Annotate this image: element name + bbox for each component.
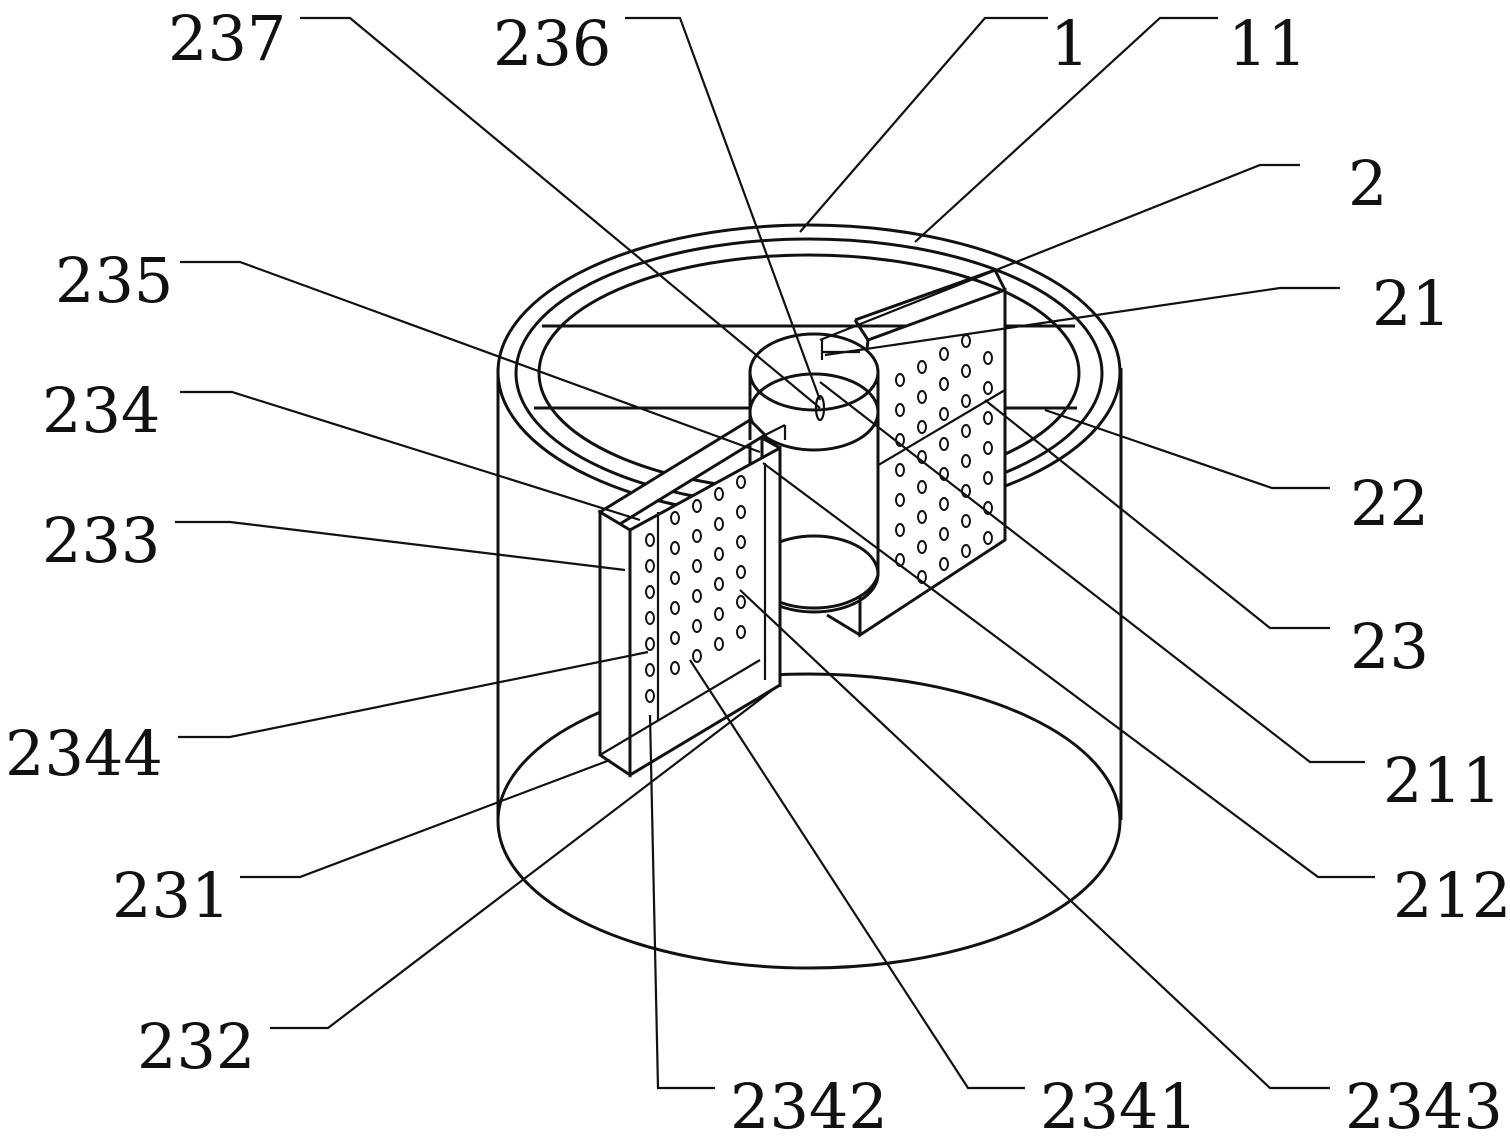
perforation-hole — [714, 577, 724, 591]
perforation-hole — [736, 475, 746, 489]
label-2344: 2344 — [5, 717, 163, 790]
label-11: 11 — [1228, 7, 1307, 80]
perforation-hole — [895, 463, 905, 477]
label-2342: 2342 — [730, 1070, 888, 1137]
label-234: 234 — [42, 374, 160, 447]
perforation-hole — [692, 589, 702, 603]
perforation-hole — [939, 527, 949, 541]
perforation-hole — [670, 661, 680, 675]
perforation-hole — [670, 541, 680, 555]
label-236: 236 — [493, 7, 611, 80]
label-1: 1 — [1050, 7, 1089, 80]
label-2: 2 — [1348, 147, 1387, 220]
perforation-hole — [736, 505, 746, 519]
perforation-hole — [983, 441, 993, 455]
central-tube — [748, 332, 880, 614]
perforation-hole — [939, 437, 949, 451]
perforation-hole — [983, 411, 993, 425]
perforation-hole — [645, 559, 655, 573]
label-237: 237 — [168, 2, 286, 75]
perforation-holes — [645, 334, 993, 703]
label-21: 21 — [1372, 267, 1451, 340]
perforation-hole — [645, 689, 655, 703]
perforation-hole — [714, 517, 724, 531]
perforation-hole — [939, 377, 949, 391]
label-2341: 2341 — [1040, 1070, 1198, 1137]
perforation-hole — [917, 360, 927, 374]
perforation-hole — [714, 637, 724, 651]
perforation-hole — [961, 424, 971, 438]
perforation-hole — [692, 619, 702, 633]
label-211: 211 — [1383, 744, 1501, 817]
perforation-hole — [736, 535, 746, 549]
perforation-hole — [895, 523, 905, 537]
perforation-hole — [961, 454, 971, 468]
perforation-hole — [736, 595, 746, 609]
perforation-hole — [714, 607, 724, 621]
perforation-hole — [645, 637, 655, 651]
label-232: 232 — [137, 1010, 255, 1083]
perforation-hole — [961, 364, 971, 378]
perforation-hole — [692, 499, 702, 513]
perforation-hole — [670, 631, 680, 645]
perforation-hole — [670, 571, 680, 585]
perforation-hole — [983, 381, 993, 395]
label-23: 23 — [1350, 610, 1429, 683]
perforation-hole — [961, 514, 971, 528]
perforation-hole — [692, 559, 702, 573]
perforation-hole — [983, 351, 993, 365]
perforation-hole — [917, 420, 927, 434]
perforation-hole — [692, 529, 702, 543]
perforation-hole — [939, 497, 949, 511]
leader-lines — [175, 16, 1375, 1090]
perforation-hole — [917, 480, 927, 494]
perforation-hole — [670, 601, 680, 615]
perforation-hole — [895, 493, 905, 507]
label-2343: 2343 — [1345, 1070, 1503, 1137]
perforation-hole — [939, 347, 949, 361]
perforation-hole — [939, 407, 949, 421]
reference-numerals: 237 236 1 11 2 235 21 234 22 233 23 2344… — [5, 2, 1510, 1142]
perforation-hole — [917, 510, 927, 524]
perforation-hole — [645, 533, 655, 547]
perforation-hole — [961, 394, 971, 408]
perforation-hole — [736, 565, 746, 579]
perforation-hole — [895, 373, 905, 387]
perforation-hole — [983, 471, 993, 485]
perforation-hole — [895, 403, 905, 417]
left-plate-assembly — [597, 418, 787, 778]
perforation-hole — [939, 557, 949, 571]
perforation-hole — [692, 649, 702, 663]
perforation-hole — [983, 531, 993, 545]
label-235: 235 — [55, 244, 173, 317]
perforation-hole — [961, 544, 971, 558]
perforation-hole — [736, 625, 746, 639]
perforation-hole — [670, 511, 680, 525]
perforation-hole — [917, 390, 927, 404]
perforation-hole — [645, 663, 655, 677]
label-233: 233 — [42, 504, 160, 577]
perforation-hole — [714, 547, 724, 561]
perforation-hole — [961, 334, 971, 348]
perforation-hole — [714, 487, 724, 501]
label-22: 22 — [1350, 467, 1429, 540]
perforation-hole — [645, 585, 655, 599]
label-231: 231 — [112, 859, 230, 932]
perforation-hole — [917, 540, 927, 554]
perforation-hole — [645, 611, 655, 625]
label-212: 212 — [1393, 859, 1510, 932]
